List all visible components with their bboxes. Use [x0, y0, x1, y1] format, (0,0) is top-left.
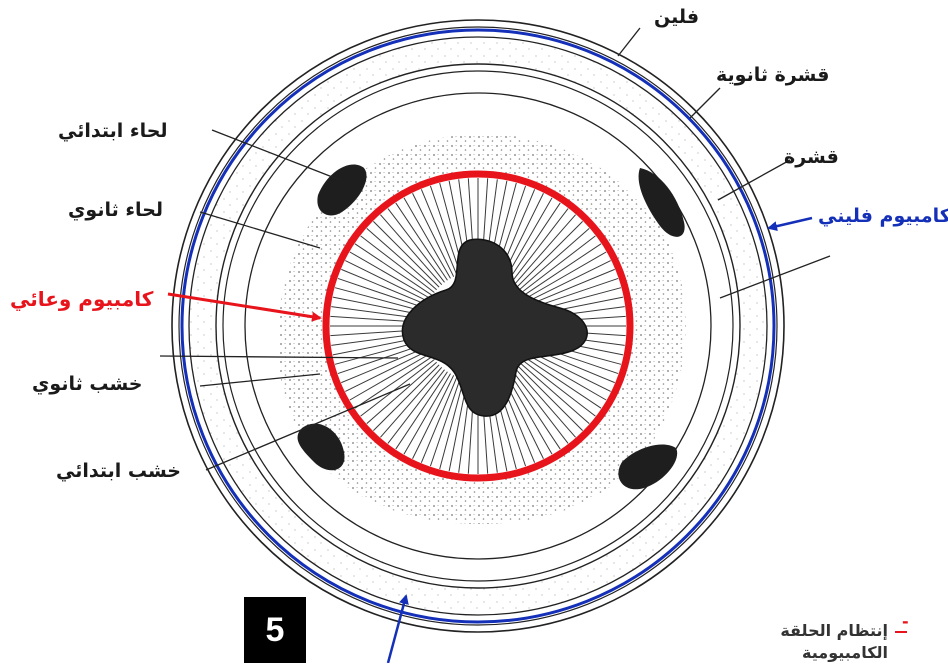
note-line-1: إنتظام الحلقة [780, 620, 888, 642]
note-line-2: الكامبيومية [780, 642, 888, 664]
label-secondary-xylem: خشب ثانوي [32, 375, 142, 394]
label-vascular-cambium: كامبيوم وعائي [10, 289, 153, 309]
label-secondary-cortex: قشرة ثانوية [716, 66, 829, 85]
label-primary-phloem: لحاء ابتدائي [58, 122, 168, 141]
label-cork-cambium: كامبيوم فليني [818, 207, 948, 226]
label-primary-xylem: خشب ابتدائي [56, 462, 181, 481]
cambium-ring-note: إنتظام الحلقة الكامبيومية [780, 620, 888, 663]
note-dash: - [902, 612, 909, 631]
figure-number-badge: 5 [244, 597, 306, 663]
cork-cambium-arrow [769, 218, 812, 228]
leader-secondary-cortex [690, 88, 720, 118]
label-cortex: قشرة [784, 148, 839, 167]
label-secondary-phloem: لحاء ثانوي [68, 201, 163, 220]
leader-cork [618, 28, 640, 56]
label-cork: فلين [654, 8, 699, 27]
